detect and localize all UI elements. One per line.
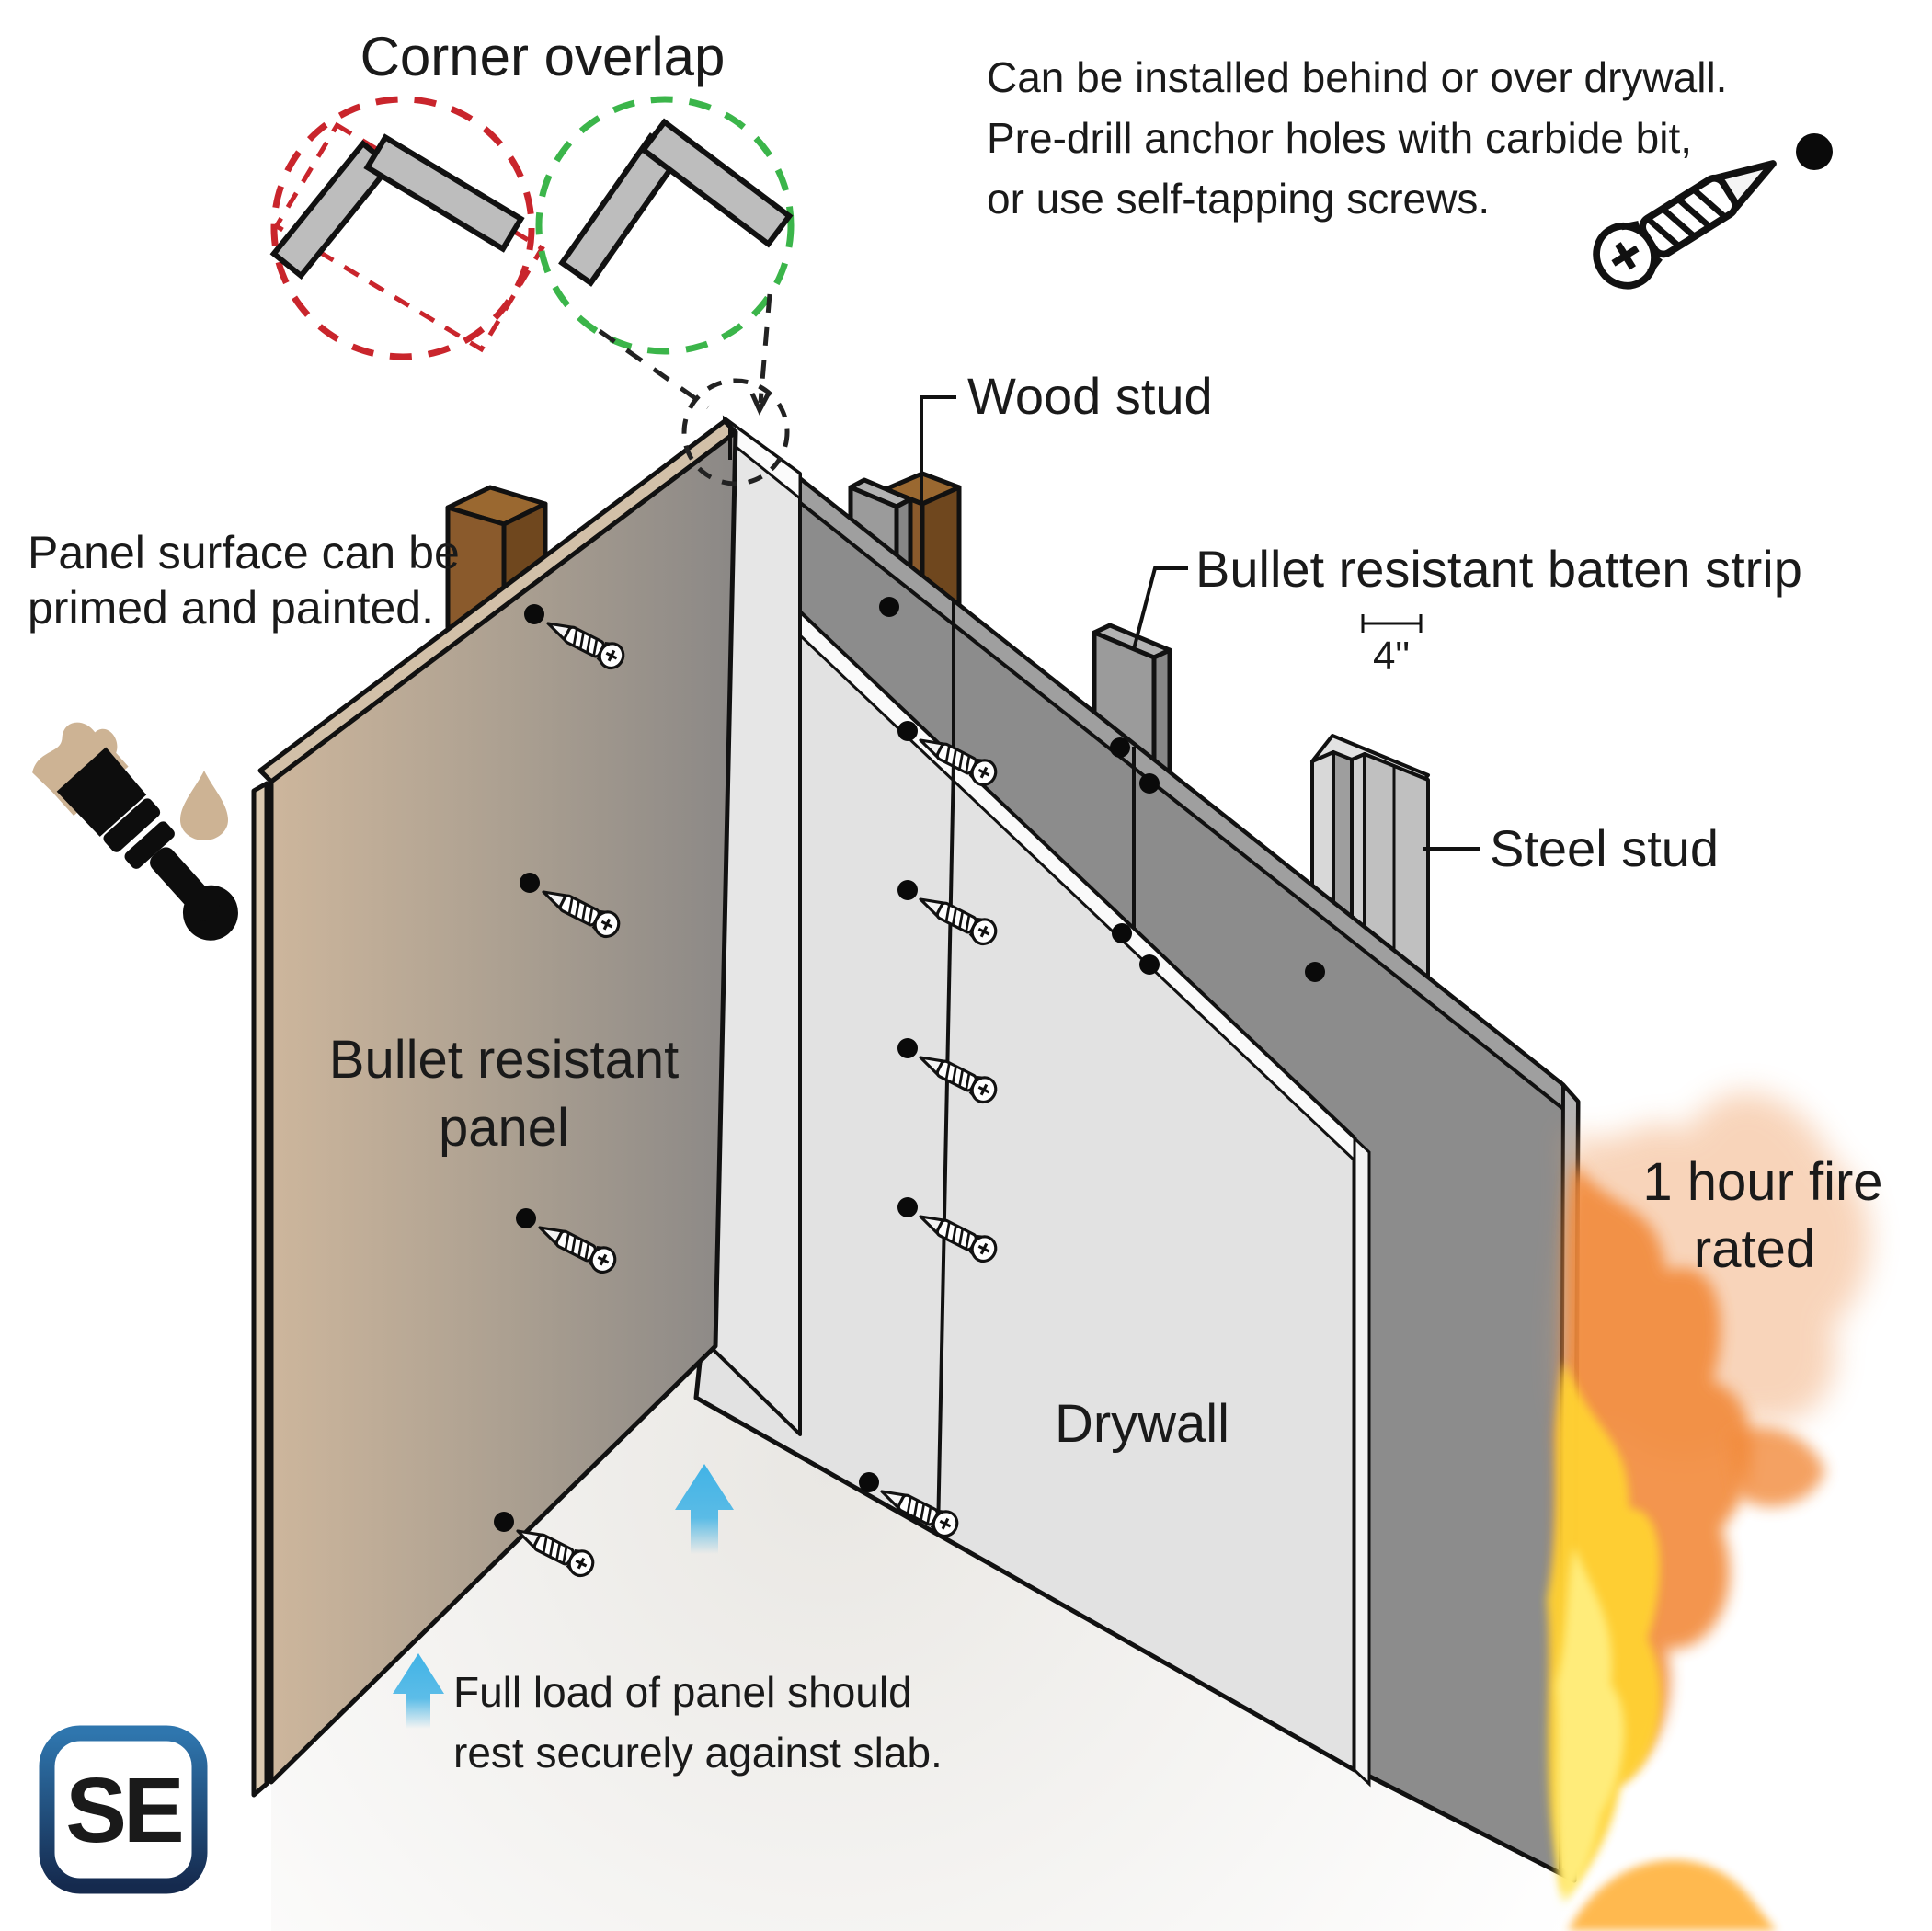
batten-width-label: 4" <box>1373 634 1410 679</box>
anchor-screws <box>494 597 1325 1582</box>
detail-leader-lines <box>598 293 772 416</box>
up-arrow-icon <box>393 1464 734 1729</box>
corner-detail-marker <box>681 378 790 486</box>
fire-rating-line: rated <box>1694 1219 1815 1279</box>
steel-stud-label: Steel stud <box>1490 819 1719 877</box>
load-note-line: Full load of panel should <box>453 1668 912 1716</box>
fire-illustration <box>1547 1091 1870 1931</box>
corner-overlap-correct <box>535 96 795 355</box>
drywall-label: Drywall <box>1055 1394 1229 1454</box>
surface-note-line: Panel surface can be <box>28 527 460 578</box>
panel-label-line: Bullet resistant <box>329 1030 679 1090</box>
panel-label-line: panel <box>439 1098 569 1158</box>
batten-width-dimension <box>1361 614 1423 633</box>
batten-strip-label: Bullet resistant batten strip <box>1195 540 1802 598</box>
fire-rating-line: 1 hour fire <box>1642 1152 1882 1212</box>
wood-stud-label: Wood stud <box>967 367 1213 425</box>
page-title: Corner overlap <box>360 26 726 87</box>
company-logo: SE <box>39 1725 208 1894</box>
install-note-line: Can be installed behind or over drywall. <box>987 53 1727 101</box>
bullet-resistant-panel <box>251 418 738 1798</box>
load-note-line: rest securely against slab. <box>453 1729 943 1777</box>
paintbrush-icon <box>32 722 238 941</box>
label-leader-lines <box>920 395 1480 851</box>
floor-slab <box>271 1346 1574 1931</box>
corner-overlap-incorrect <box>269 96 545 360</box>
surface-note-line: primed and painted. <box>28 582 434 634</box>
install-note-line: or use self-tapping screws. <box>987 175 1490 223</box>
drywall-panel <box>693 589 1371 1788</box>
screw-icon <box>1585 133 1833 297</box>
install-note-line: Pre-drill anchor holes with carbide bit, <box>987 114 1692 162</box>
company-logo-text: SE <box>65 1759 181 1862</box>
